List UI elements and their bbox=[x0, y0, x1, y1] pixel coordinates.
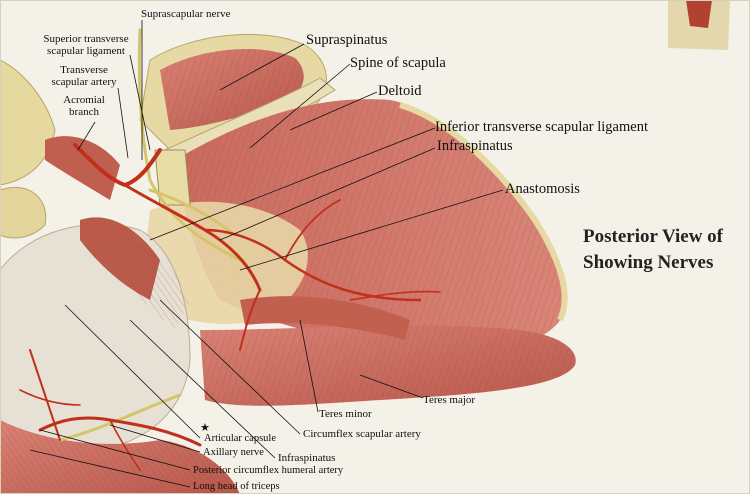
inset-corner-image bbox=[668, 0, 730, 50]
label-deltoid: Deltoid bbox=[378, 83, 422, 99]
teres-major-muscle bbox=[200, 325, 576, 406]
label-infraspinatus-top: Infraspinatus bbox=[437, 138, 513, 154]
label-suprascapular-nerve: Suprascapular nerve bbox=[141, 8, 231, 20]
label-transverse-scapular-artery-1: Transverse bbox=[60, 64, 108, 76]
acromion-bone bbox=[0, 59, 191, 239]
label-posterior-circumflex-humeral-artery: Posterior circumflex humeral artery bbox=[193, 465, 344, 476]
title-line-2: Showing Nerves bbox=[583, 252, 714, 273]
label-teres-major: Teres major bbox=[423, 394, 476, 406]
nerves bbox=[58, 28, 242, 442]
arteries bbox=[19, 143, 441, 471]
label-axillary-nerve: Axillary nerve bbox=[203, 447, 264, 458]
label-articular-capsule: Articular capsule bbox=[204, 433, 277, 444]
cut-muscle-bands bbox=[45, 136, 190, 330]
triceps-long-head bbox=[0, 420, 240, 494]
label-infraspinatus-bottom: Infraspinatus bbox=[278, 452, 336, 464]
label-circumflex-scapular-artery: Circumflex scapular artery bbox=[303, 428, 421, 440]
label-supraspinatus: Supraspinatus bbox=[306, 32, 388, 48]
label-acromial-branch-2: branch bbox=[69, 106, 99, 118]
label-anastomosis: Anastomosis bbox=[505, 181, 580, 197]
label-superior-transverse-scapular-ligament-1: Superior transverse bbox=[43, 33, 129, 45]
label-acromial-branch-1: Acromial bbox=[63, 94, 105, 106]
leader-lines bbox=[29, 20, 504, 488]
title-line-1: Posterior View of bbox=[583, 226, 723, 247]
label-inferior-transverse-scapular-ligament: Inferior transverse scapular ligament bbox=[435, 119, 648, 135]
label-superior-transverse-scapular-ligament-2: scapular ligament bbox=[47, 45, 125, 57]
label-teres-minor: Teres minor bbox=[319, 408, 372, 420]
teres-minor-muscle bbox=[240, 296, 410, 340]
label-long-head-of-triceps: Long head of triceps bbox=[193, 481, 280, 492]
star-marker: ★ bbox=[200, 422, 210, 434]
label-transverse-scapular-artery-2: scapular artery bbox=[51, 76, 117, 88]
label-spine-of-scapula: Spine of scapula bbox=[350, 55, 446, 71]
